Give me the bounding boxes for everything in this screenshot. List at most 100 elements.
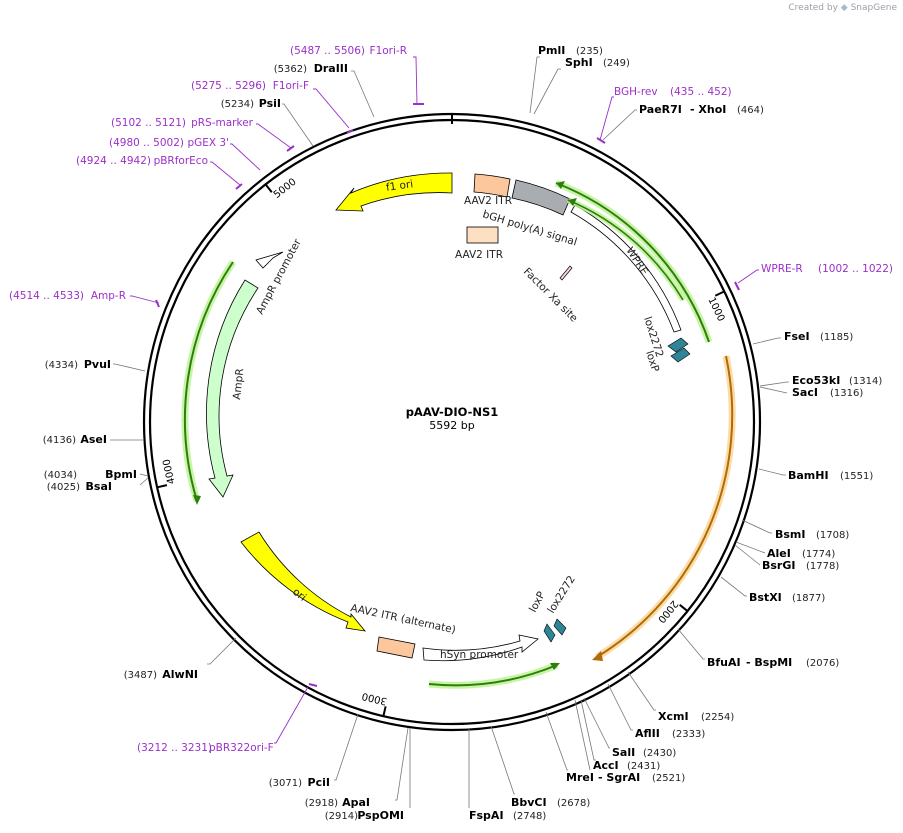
f1-ori-label: f1 ori [385, 178, 414, 194]
primers: F1ori-R (5487 .. 5506) F1ori-F (5275 .. … [9, 45, 893, 754]
site-position: (2748) [513, 811, 546, 822]
primer-name[interactable]: pGEX 3' [187, 137, 229, 149]
primer-name[interactable]: F1ori-F [273, 80, 309, 92]
primer-range: (5275 .. 5296) [191, 80, 266, 92]
site-label[interactable]: PmlI [538, 44, 565, 57]
aav2-itr-inner-feature [466, 226, 499, 244]
site-label[interactable]: BpmI [105, 468, 137, 481]
orange-feature [596, 355, 734, 658]
site-position: (2076) [806, 658, 839, 669]
site-label[interactable]: Eco53kI [792, 374, 840, 387]
site-label[interactable]: PvuI [84, 358, 111, 371]
site-position: (4136) [43, 435, 76, 446]
primer-range: (4980 .. 5002) [109, 137, 184, 149]
site-position: (5362) [274, 64, 307, 75]
site-position: (3487) [124, 670, 157, 681]
site-label[interactable]: BsaI [86, 480, 112, 493]
site-label[interactable]: FspAI [469, 809, 504, 822]
ampr-promoter-label: AmpR promoter [254, 237, 304, 317]
primer-name[interactable]: BGH-rev [614, 86, 658, 98]
site-label[interactable]: BbvCI [511, 796, 547, 809]
ori-feature [240, 531, 366, 632]
site-label[interactable]: FseI [784, 330, 810, 343]
primer-range: (1002 .. 1022) [818, 263, 893, 275]
site-label[interactable]: AccI [593, 759, 619, 772]
loxp-bottom-feature [543, 623, 556, 643]
site-position: (2914) [325, 811, 358, 822]
site-position: (2431) [627, 761, 660, 772]
site-label[interactable]: SalI [612, 746, 635, 759]
site-position: (1316) [830, 388, 863, 399]
primer-name[interactable]: Amp-R [91, 290, 126, 302]
green-feature-left [183, 261, 234, 502]
tick-label: 5000 [272, 177, 299, 201]
restriction-sites: PmlI (235) SphI (249) PaeR7I - XhoI (464… [43, 44, 883, 822]
lox2272-bottom-feature [553, 618, 567, 636]
site-position: (2254) [701, 712, 734, 723]
site-label[interactable]: AleI [767, 547, 791, 560]
site-label[interactable]: PspOMI [357, 809, 404, 822]
site-position: (1708) [816, 530, 849, 541]
tick-mark [156, 484, 168, 489]
aav2-itr-inner-label: AAV2 ITR [455, 249, 503, 261]
site-label[interactable]: BsmI [775, 528, 806, 541]
green-feature-top-arrowhead [556, 181, 565, 189]
site-label[interactable]: BstXI [749, 591, 782, 604]
site-label[interactable]: PsiI [259, 97, 281, 110]
site-position: (2333) [672, 729, 705, 740]
green-feature-top [555, 182, 710, 343]
site-position: (5234) [221, 99, 254, 110]
site-label[interactable]: BsrGI [762, 559, 795, 572]
green-feature-inner [567, 199, 684, 301]
ampr-promoter-arrow [255, 251, 284, 269]
hsyn-promoter-label: hSyn promoter [440, 649, 519, 661]
lox2272-top-feature [667, 337, 689, 353]
site-label[interactable]: AflII [635, 727, 660, 740]
ampr-label: AmpR [231, 368, 246, 400]
site-label[interactable]: PaeR7I [639, 103, 682, 116]
site-position: (2918) [305, 798, 338, 809]
site-label[interactable]: XcmI [658, 710, 689, 723]
tick-label: 1000 [705, 296, 726, 324]
site-label[interactable]: MreI [566, 771, 594, 784]
primer-name[interactable]: pBR322ori-F [209, 742, 274, 754]
site-label[interactable]: ApaI [342, 796, 370, 809]
hsyn-promoter-feature [422, 634, 539, 662]
site-label[interactable]: BfuAI [707, 656, 741, 669]
loxp-top-feature [670, 347, 691, 363]
primer-range: (435 .. 452) [670, 86, 732, 98]
plasmid-name: pAAV-DIO-NS1 [406, 405, 499, 419]
site-label-secondary: - SgrAI [598, 771, 640, 784]
tick-mark [679, 604, 689, 612]
primer-name[interactable]: pBRforEco [154, 155, 208, 167]
site-position: (4025) [47, 482, 80, 493]
tick-mark [714, 290, 725, 297]
primer-name[interactable]: pRS-marker [191, 117, 254, 129]
primer-range: (5102 .. 5121) [111, 117, 186, 129]
ampr-feature [206, 279, 259, 498]
site-position: (4034) [44, 470, 77, 481]
green-feature-bottom [428, 664, 558, 687]
primer-range: (4514 .. 4533) [9, 290, 84, 302]
aav2-itr-top-feature [473, 173, 511, 198]
site-label[interactable]: SphI [565, 56, 593, 69]
site-position: (1774) [802, 549, 835, 560]
site-label[interactable]: AlwNI [162, 668, 198, 681]
bgh-polya-feature [511, 179, 571, 216]
primer-name[interactable]: WPRE-R [761, 263, 803, 275]
factor-xa-label: Factor Xa site [521, 266, 580, 325]
site-position: (2430) [643, 748, 676, 759]
site-label[interactable]: AseI [80, 433, 107, 446]
site-label[interactable]: PciI [308, 776, 330, 789]
factor-xa-feature [559, 265, 573, 281]
site-label[interactable]: DraIII [314, 62, 348, 75]
primer-name[interactable]: F1ori-R [370, 45, 407, 57]
site-label[interactable]: SacI [792, 386, 818, 399]
site-label[interactable]: BamHI [788, 469, 829, 482]
tick-label: 3000 [361, 690, 388, 706]
site-position: (3071) [269, 778, 302, 789]
site-label-secondary: - BspMI [746, 656, 792, 669]
primer-range: (4924 .. 4942) [76, 155, 151, 167]
tick-mark [264, 183, 273, 193]
